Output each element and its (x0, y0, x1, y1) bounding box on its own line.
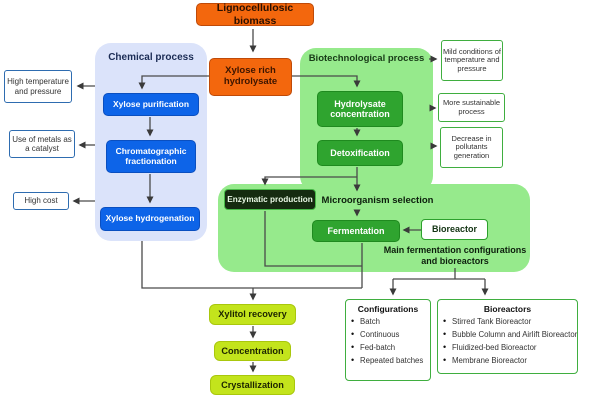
sustainable-process-note: More sustainable process (438, 93, 505, 122)
list-item: Batch (350, 316, 426, 326)
list-item: Fluidized-bed Bioreactor (442, 342, 573, 352)
main-fermentation-label: Main fermentation configurations and bio… (383, 245, 527, 267)
xylose-purification-node: Xylose purification (103, 93, 199, 116)
configurations-list: Batch Continuous Fed-batch Repeated batc… (350, 316, 426, 365)
list-item: Fed-batch (350, 342, 426, 352)
pollutants-note: Decrease in pollutants generation (440, 127, 503, 168)
biotech-process-title: Biotechnological process (308, 53, 425, 64)
configurations-title: Configurations (357, 304, 419, 314)
xylose-hydrogenation-node: Xylose hydrogenation (100, 207, 200, 231)
concentration-node: Concentration (214, 341, 291, 361)
high-temperature-pressure-note: High temperature and pressure (4, 70, 72, 103)
mild-conditions-note: Mild conditions of temperature and press… (441, 40, 503, 81)
list-item: Repeated batches (350, 355, 426, 365)
bioreactors-box: Bioreactors Stirred Tank Bioreactor Bubb… (437, 299, 578, 374)
detoxification-node: Detoxification (317, 140, 403, 166)
biomass-node: Lignocellulosic biomass (196, 2, 314, 27)
list-item: Membrane Bioreactor (442, 355, 573, 365)
enzymatic-production-node: Enzymatic production (224, 189, 316, 210)
high-cost-note: High cost (13, 192, 69, 210)
chemical-process-title: Chemical process (108, 52, 194, 63)
bioreactors-title: Bioreactors (483, 304, 532, 314)
configurations-box: Configurations Batch Continuous Fed-batc… (345, 299, 431, 381)
hydrolysate-node: Xylose rich hydrolysate (209, 58, 292, 96)
list-item: Stirred Tank Bioreactor (442, 316, 573, 326)
crystallization-node: Crystallization (210, 375, 295, 395)
xylitol-recovery-node: Xylitol recovery (209, 304, 296, 325)
list-item: Bubble Column and Airlift Bioreactor (442, 329, 577, 339)
hydrolysate-concentration-node: Hydrolysate concentration (317, 91, 403, 127)
chromatographic-fractionation-node: Chromatographic fractionation (106, 140, 196, 173)
fermentation-node: Fermentation (312, 220, 400, 242)
bioreactor-node: Bioreactor (421, 219, 488, 240)
list-item: Continuous (350, 329, 426, 339)
microorganism-selection-label: Microorganism selection (321, 195, 434, 206)
metals-catalyst-note: Use of metals as a catalyst (9, 130, 75, 158)
bioreactors-list: Stirred Tank Bioreactor Bubble Column an… (442, 316, 577, 365)
